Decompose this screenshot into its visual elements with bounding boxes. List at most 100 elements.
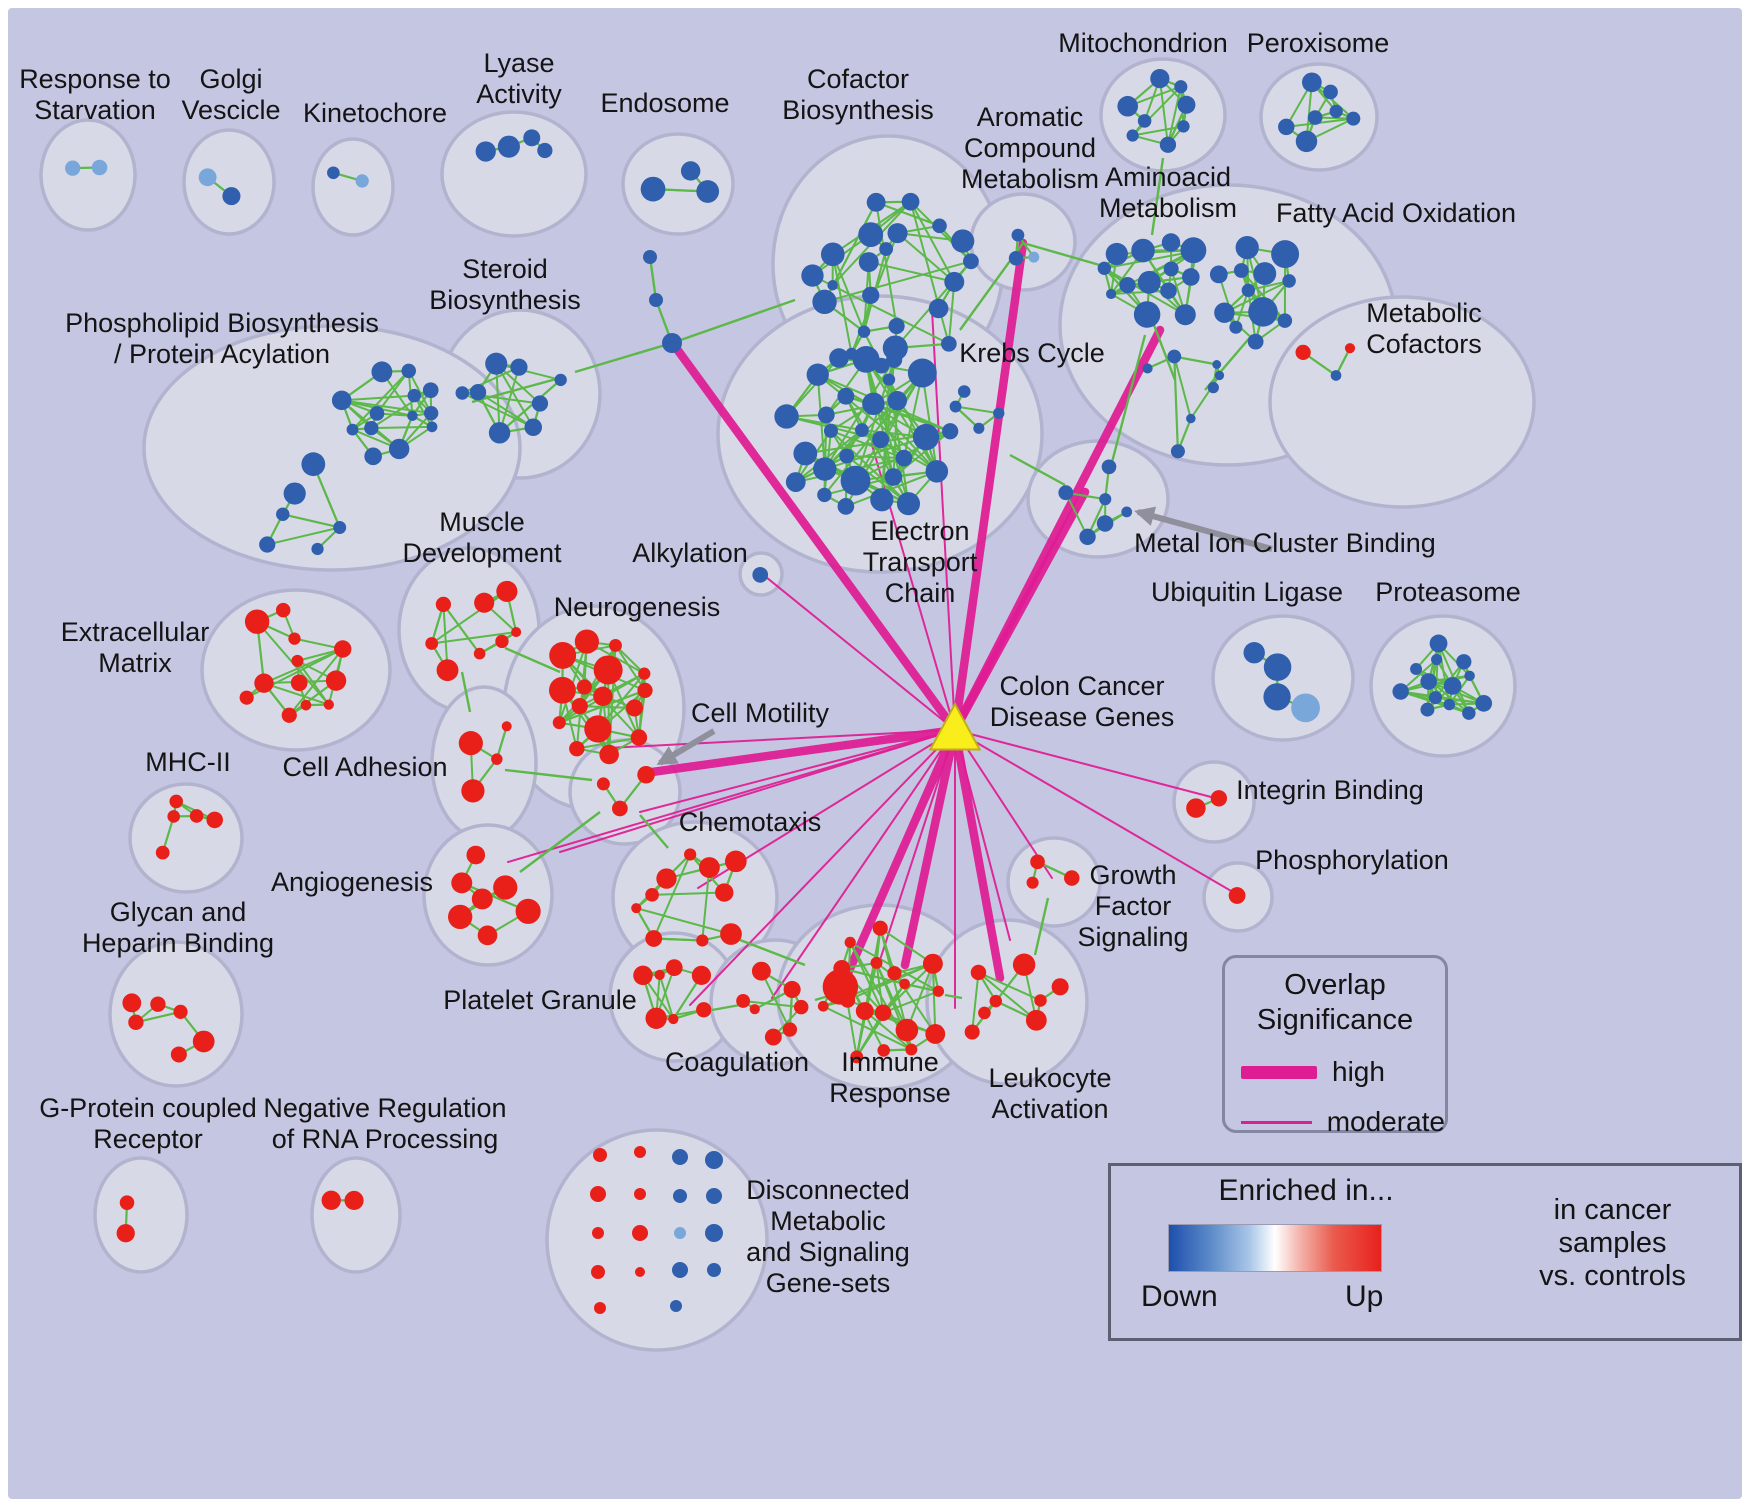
gene-set-edge	[341, 399, 432, 415]
gene-set-node-negative-regulation-rna-processing	[321, 1190, 341, 1210]
inter-cluster-edge	[1150, 319, 1177, 381]
gene-set-node-aromatic-compound-metabolism	[1028, 251, 1040, 263]
gene-set-node-immune-response	[872, 920, 888, 936]
cluster-label-immune-response-line-1: Response	[829, 1078, 951, 1108]
gene-set-node-growth-factor-signaling	[1064, 870, 1080, 886]
gene-set-node-krebs-etc	[973, 422, 985, 434]
cluster-label-cofactor-biosynthesis-line-1: Biosynthesis	[782, 95, 934, 125]
gene-set-node-krebs-etc	[855, 423, 869, 437]
cluster-ellipse-leukocyte-activation	[925, 918, 1089, 1086]
cluster-label-g-protein-coupled-receptor-line-1: Receptor	[93, 1124, 203, 1154]
gene-set-node-krebs-etc	[839, 448, 855, 464]
cluster-label-leukocyte-activation-line-0: Leukocyte	[988, 1063, 1111, 1093]
gene-set-node-phospholipid-biosynthesis	[369, 406, 385, 421]
gene-set-node-disconnected-gene-sets	[705, 1224, 723, 1242]
gene-set-node-immune-response	[822, 969, 859, 1005]
overlap-edge-moderate	[607, 729, 956, 749]
overlap-edge-high	[669, 340, 960, 735]
gene-set-node-aminoacid-fattyacid	[1235, 235, 1259, 260]
gene-set-node-endosome	[680, 161, 701, 181]
gene-set-edge	[868, 261, 955, 283]
gene-set-node-peroxisome	[1278, 118, 1295, 136]
gene-set-node-aminoacid-fattyacid	[1247, 333, 1264, 350]
cluster-label-leukocyte-activation-line-1: Activation	[991, 1094, 1108, 1124]
inter-cluster-edge	[671, 298, 796, 345]
gene-set-edge	[407, 370, 433, 414]
cluster-label-muscle-development-line-1: Development	[402, 538, 562, 568]
gene-set-node-krebs-etc	[870, 488, 894, 512]
gene-set-node-coagulation	[793, 999, 809, 1015]
gene-set-edge	[909, 201, 950, 345]
gene-set-node-immune-response	[905, 1043, 918, 1056]
gene-set-node-aminoacid-fattyacid	[1241, 283, 1256, 298]
gene-set-node-krebs-etc	[886, 351, 903, 368]
gene-set-node-aminoacid-fattyacid	[1214, 370, 1225, 381]
gene-set-edge	[875, 201, 940, 227]
gene-set-edge	[376, 370, 410, 415]
gene-set-node-neurogenesis	[609, 639, 622, 652]
legend-overlap-title: Overlap Significance	[1225, 968, 1445, 1038]
gene-set-edge	[855, 1012, 884, 1058]
cluster-label-chemotaxis-line-0: Chemotaxis	[679, 807, 822, 837]
enrichment-up-label: Up	[1345, 1280, 1384, 1313]
inter-cluster-edge	[639, 814, 669, 849]
enrichment-down-label: Down	[1141, 1280, 1218, 1313]
cluster-label-platelet-granule-line-0: Platelet Granule	[443, 985, 637, 1015]
gene-set-node-peroxisome	[1302, 72, 1322, 93]
gene-set-node-phospholipid-biosynthesis	[371, 361, 393, 383]
gene-set-node-glycan-heparin-binding	[192, 1030, 215, 1053]
enrichment-note: in cancer samples vs. controls	[1500, 1194, 1725, 1293]
gene-set-node-immune-response	[899, 978, 910, 990]
label-metal-ion-cluster-binding-line-0: Metal Ion Cluster Binding	[1134, 528, 1436, 558]
gene-set-node-phospholipid-biosynthesis	[364, 447, 382, 466]
gene-set-edge	[909, 201, 956, 283]
cluster-label-steroid-biosynthesis-line-0: Steroid	[462, 254, 548, 284]
gene-set-node-aminoacid-fattyacid	[1097, 261, 1111, 275]
gene-set-edge	[652, 891, 725, 896]
enrichment-gradient-bar	[1168, 1224, 1382, 1272]
label-electron-transport-chain-line-2: Chain	[885, 578, 956, 608]
gene-set-node-leukocyte-activation	[970, 964, 987, 981]
gene-set-node-cofactor-biosynthesis	[963, 253, 979, 270]
gene-set-node-cofactor-biosynthesis	[866, 192, 886, 212]
gene-set-edge	[849, 942, 884, 1014]
gene-set-node-leukocyte-activation	[964, 1024, 980, 1040]
gene-set-edge	[614, 644, 646, 691]
gene-set-node-cofactor-biosynthesis	[944, 271, 965, 292]
cluster-label-disconnected-gene-sets-line-1: Metabolic	[770, 1206, 886, 1236]
gene-set-node-proteasome	[1456, 654, 1472, 670]
gene-set-edge	[847, 962, 934, 1002]
gene-set-node-aminoacid-fattyacid	[1137, 270, 1161, 294]
gene-set-node-chemotaxis	[631, 903, 642, 914]
cluster-label-glycan-heparin-binding-line-0: Glycan and	[110, 897, 247, 927]
cluster-label-glycan-heparin-binding-line-1: Heparin Binding	[82, 928, 274, 958]
gene-set-edge	[442, 604, 449, 671]
cluster-label-lyase-activity-line-0: Lyase	[483, 48, 554, 78]
cluster-label-kinetochore-line-0: Kinetochore	[303, 98, 447, 128]
legend-overlap-title-line1: Overlap	[1284, 969, 1386, 1001]
gene-set-node-phospholipid-biosynthesis	[276, 507, 290, 521]
label-krebs-cycle-line-0: Krebs Cycle	[959, 338, 1105, 368]
gene-set-node-cofactor-biosynthesis	[812, 289, 837, 315]
overlap-edge-moderate	[689, 729, 956, 1006]
gene-set-node-phospholipid-biosynthesis	[388, 438, 410, 460]
gene-set-node-neurogenesis	[549, 676, 576, 704]
gene-set-node-metabolic-cofactors	[1295, 344, 1311, 361]
gene-set-edge	[1166, 86, 1182, 145]
gene-set-node-chemotaxis	[645, 930, 663, 947]
gene-set-node-ubiquitin-ligase	[1263, 653, 1292, 681]
gene-set-node-platelet-granule	[696, 1002, 712, 1018]
gene-set-node-steroid-biosynthesis	[455, 386, 470, 400]
inter-cluster-edge	[460, 671, 472, 713]
inter-cluster-edge	[739, 938, 806, 967]
gene-set-node-cofactor-biosynthesis	[879, 242, 894, 256]
gene-set-node-growth-factor-signaling	[1026, 876, 1039, 889]
gene-set-node-leukocyte-activation	[1025, 1009, 1047, 1031]
cluster-ellipse-mhc-ii	[128, 782, 244, 894]
cell-motility-pointer-head	[656, 746, 679, 766]
gene-set-node-angiogenesis	[493, 875, 518, 900]
gene-set-node-krebs-etc	[887, 391, 907, 411]
gene-set-edge	[263, 682, 330, 706]
gene-set-node-peroxisome	[1329, 104, 1343, 118]
gene-set-node-leukocyte-activation	[978, 1006, 991, 1020]
